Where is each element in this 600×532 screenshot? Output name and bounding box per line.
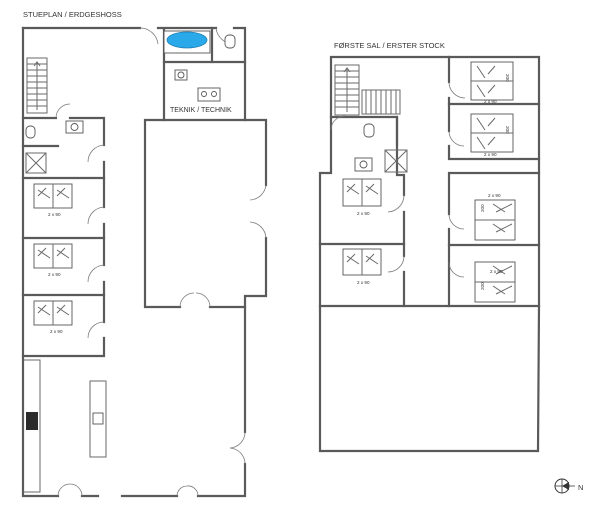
ground-bedroom-2: 2 x 90 (33, 243, 73, 277)
bed-size-label: 2 x 90 (48, 272, 61, 277)
first-floor-walls (318, 55, 541, 453)
kitchen (26, 380, 107, 458)
first-bedroom-3: 2 x 90 200 (470, 61, 514, 104)
first-bedroom-2: 2 x 90 (342, 248, 382, 285)
bed-size-label: 2 x 90 (488, 193, 501, 198)
north-compass: N (554, 478, 583, 494)
ground-bedroom-3: 2 x 90 (33, 300, 73, 334)
bed-size-label: 2 x 90 (484, 152, 497, 157)
bed-length-label: 200 (480, 204, 485, 212)
ground-floor-bathroom (25, 30, 236, 174)
technik-label: TEKNIK / TECHNIK (170, 107, 232, 114)
stove (26, 412, 38, 430)
ground-floor-title: STUEPLAN / ERDGESHOSS (23, 10, 122, 19)
ground-bedroom-1: 2 x 90 (33, 183, 73, 217)
bed-size-label: 2 x 90 (357, 280, 370, 285)
first-bedroom-4: 2 x 90 200 (470, 113, 514, 157)
first-bedroom-5: 2 x 90 200 (474, 193, 516, 241)
first-floor-staircase (334, 64, 401, 116)
first-floor-title: FØRSTE SAL / ERSTER STOCK (334, 41, 445, 50)
bed-size-label: 2 x 90 (357, 211, 370, 216)
first-bedroom-1: 2 x 90 (342, 178, 382, 216)
first-floor-doors (330, 81, 466, 278)
first-floor-bathroom (354, 123, 408, 173)
bed-size-label: 2 x 90 (490, 269, 503, 274)
bed-size-label: 2 x 90 (50, 329, 63, 334)
bed-length-label: 200 (505, 74, 510, 82)
bed-length-label: 200 (505, 126, 510, 134)
first-bedroom-6: 2 x 90 200 (474, 261, 516, 303)
ground-floor-walls (21, 26, 268, 498)
spa-bath (166, 31, 208, 49)
ground-floor-doors (55, 27, 267, 497)
ground-floor-staircase (26, 57, 48, 114)
north-letter: N (578, 483, 583, 492)
bed-size-label: 2 x 90 (484, 99, 497, 104)
bed-size-label: 2 x 90 (48, 212, 61, 217)
bed-length-label: 200 (480, 282, 485, 290)
